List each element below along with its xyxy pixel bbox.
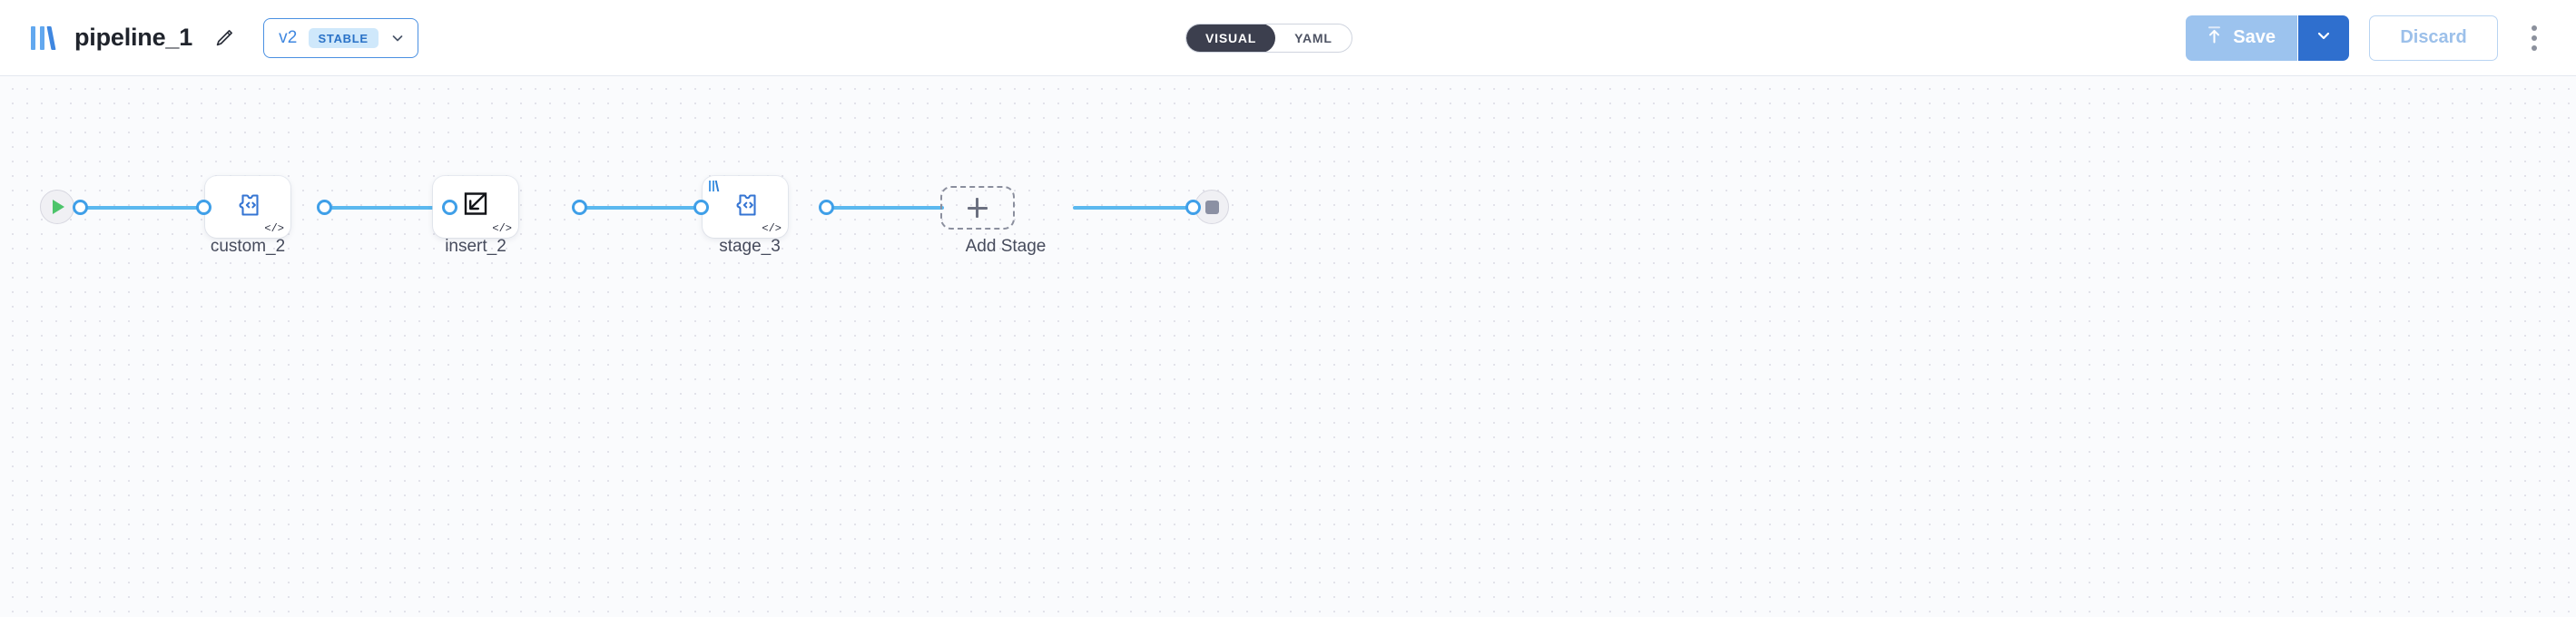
add-stage-button[interactable]: [940, 186, 1015, 230]
connector-dot-stage3-out[interactable]: [819, 200, 834, 215]
add-stage-label: Add Stage: [965, 237, 1047, 256]
page-title: pipeline_1: [74, 24, 193, 51]
kebab-menu-icon[interactable]: [2516, 16, 2552, 60]
version-selector[interactable]: v2 STABLE: [263, 17, 418, 58]
version-status-badge: STABLE: [308, 27, 379, 48]
header-actions: Save Discard: [2186, 15, 2552, 61]
code-badge: </>: [492, 222, 512, 235]
discard-button[interactable]: Discard: [2369, 15, 2498, 61]
stage-label-stage_3: stage_3: [719, 237, 781, 256]
chevron-down-icon: [2315, 26, 2333, 49]
stage-node-stage_3[interactable]: </>: [703, 176, 788, 238]
plus-icon: [968, 198, 988, 218]
pipeline-bars-badge-icon: [709, 181, 721, 191]
edge-insert2-to-stage3: [577, 206, 699, 210]
pencil-icon: [213, 27, 235, 49]
edge-addstage-to-end: [1073, 206, 1195, 210]
code-badge: </>: [264, 222, 284, 235]
stage-node-custom_2[interactable]: </>: [205, 176, 290, 238]
connector-dot-start-out[interactable]: [73, 200, 88, 215]
save-button[interactable]: Save: [2186, 15, 2298, 61]
connector-dot-custom2-out[interactable]: [317, 200, 332, 215]
save-button-group: Save: [2186, 15, 2349, 61]
connector-dot-custom2-in[interactable]: [196, 200, 211, 215]
edit-title-button[interactable]: [205, 19, 243, 57]
edge-custom2-to-insert2: [322, 206, 451, 210]
edge-stage3-to-addstage: [824, 206, 944, 210]
stage-label-custom_2: custom_2: [210, 237, 286, 256]
save-options-button[interactable]: [2298, 15, 2349, 61]
app-header: pipeline_1 v2 STABLE: [0, 0, 2576, 76]
version-label: v2: [279, 27, 298, 47]
stage-label-insert_2: insert_2: [445, 237, 506, 256]
upload-icon: [2206, 25, 2223, 50]
tab-yaml[interactable]: YAML: [1294, 30, 1332, 45]
stop-icon: [1204, 200, 1219, 214]
header-left-group: pipeline_1 v2 STABLE: [29, 17, 418, 58]
insert-arrow-icon: [458, 188, 493, 227]
connector-dot-insert2-out[interactable]: [572, 200, 587, 215]
tab-visual[interactable]: VISUAL: [1186, 24, 1276, 52]
code-puzzle-icon: [231, 189, 264, 226]
chevron-down-icon: [389, 30, 406, 46]
connector-dot-stage3-in[interactable]: [693, 200, 709, 215]
mode-toggle[interactable]: VISUAL YAML: [1185, 23, 1352, 53]
play-icon: [53, 200, 64, 214]
code-badge: </>: [762, 222, 782, 235]
connector-dot-end-in[interactable]: [1185, 200, 1201, 215]
edge-start-to-custom2: [80, 206, 207, 210]
start-node[interactable]: [40, 190, 74, 224]
pipeline-canvas[interactable]: </> custom_2 </> insert_2: [0, 76, 2576, 617]
pipeline-flow: </> custom_2 </> insert_2: [0, 76, 1362, 312]
connector-dot-insert2-in[interactable]: [442, 200, 457, 215]
code-puzzle-icon: [729, 189, 762, 226]
save-button-label: Save: [2233, 27, 2276, 47]
pipeline-bars-logo-icon: [29, 24, 60, 52]
